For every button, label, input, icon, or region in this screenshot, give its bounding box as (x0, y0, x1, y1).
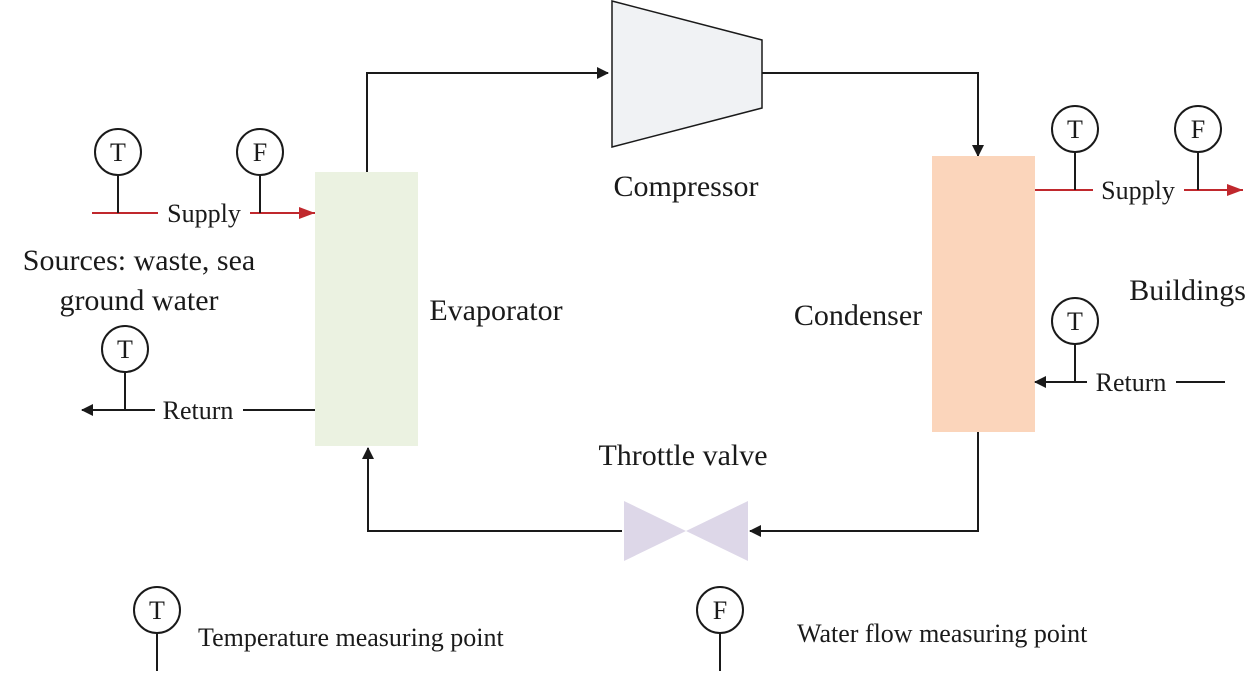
source-supply-flow-sensor (236, 128, 284, 176)
source-return-temperature-sensor (101, 325, 149, 373)
valve-to-evaporator-line (362, 447, 622, 532)
source-label-line2: ground water (59, 284, 218, 317)
legend-flow-label: Water flow measuring point (797, 619, 1088, 648)
throttle-valve-label: Throttle valve (598, 439, 767, 472)
condenser-to-valve-line (749, 432, 979, 537)
evaporator-box (315, 172, 418, 446)
building-supply-label: Supply (1101, 176, 1175, 205)
evaporator-label: Evaporator (429, 294, 562, 327)
source-supply-flow-letter: F (253, 138, 267, 167)
legend-temperature-letter: T (149, 596, 165, 625)
legend-flow-icon (696, 586, 744, 634)
condenser-label: Condenser (794, 299, 922, 332)
compressor-label: Compressor (614, 170, 759, 203)
legend-flow-letter: F (713, 596, 727, 625)
building-supply-temperature-letter: T (1067, 115, 1083, 144)
legend-temperature-icon (133, 586, 181, 634)
source-supply-label: Supply (167, 199, 241, 228)
source-supply-temperature-letter: T (110, 138, 126, 167)
building-supply-flow-sensor (1174, 105, 1222, 153)
building-supply-flow-letter: F (1191, 115, 1205, 144)
source-return-label: Return (163, 396, 234, 425)
compressor-to-condenser-line (762, 72, 984, 157)
evaporator-to-compressor-line (366, 67, 609, 172)
legend-temperature-label: Temperature measuring point (198, 623, 505, 652)
buildings-label: Buildings (1129, 274, 1246, 307)
building-supply-temperature-sensor (1051, 105, 1099, 153)
throttle-valve-shape-right (686, 501, 748, 561)
throttle-valve-shape (624, 501, 686, 561)
building-return-temperature-letter: T (1067, 307, 1083, 336)
building-return-temperature-sensor (1051, 297, 1099, 345)
source-supply-temperature-sensor (94, 128, 142, 176)
condenser-box (932, 156, 1035, 432)
building-return-label: Return (1096, 368, 1167, 397)
compressor-shape (611, 0, 763, 148)
source-label-line1: Sources: waste, sea (23, 244, 255, 277)
source-return-temperature-letter: T (117, 335, 133, 364)
